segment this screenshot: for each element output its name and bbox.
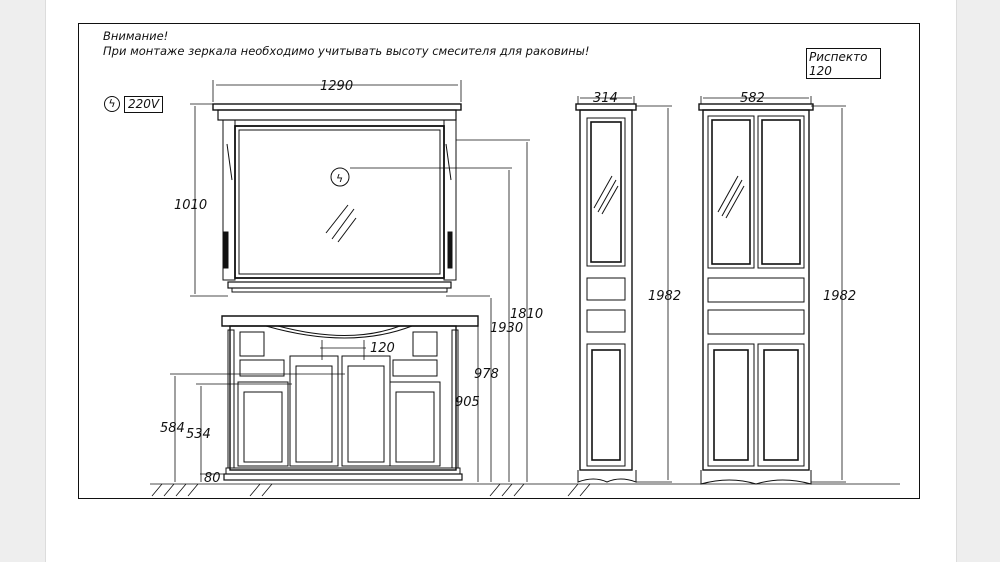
notice-text: При монтаже зеркала необходимо учитывать…: [103, 44, 590, 58]
dim-mirror-height: 1010: [174, 198, 207, 213]
dim-counter-height: 905: [455, 395, 480, 410]
notice-title: Внимание!: [103, 29, 169, 43]
plug-icon: ϟ: [104, 96, 120, 112]
svg-text:ϟ: ϟ: [336, 172, 343, 185]
vanity: [221, 315, 479, 481]
dim-column-narrow-width: 314: [593, 91, 618, 106]
column-wide: [698, 103, 814, 485]
dim-height-534: 534: [186, 427, 211, 442]
dim-vanity-height: 978: [474, 367, 499, 382]
dim-offset: 120: [370, 341, 395, 356]
document-page: [45, 0, 957, 562]
dim-plinth: 80: [204, 471, 221, 486]
column-narrow: [575, 103, 637, 483]
dimension-lines: [170, 80, 846, 483]
dim-column-wide-width: 582: [740, 91, 765, 106]
dim-height-584: 584: [160, 421, 185, 436]
mirror: ϟ: [212, 103, 462, 293]
dim-column-narrow-height: 1982: [648, 289, 681, 304]
dim-total-height-2: 1930: [490, 321, 523, 336]
voltage-label: 220V: [124, 96, 164, 113]
model-label: Риспекто 120: [806, 48, 881, 79]
model-name: Риспекто: [809, 50, 868, 64]
model-size: 120: [809, 64, 832, 78]
dim-total-height-1: 1810: [510, 307, 543, 322]
floor-line: [150, 483, 900, 497]
dim-mirror-width: 1290: [320, 79, 353, 94]
drawing-frame: [78, 23, 920, 499]
dim-column-wide-height: 1982: [823, 289, 856, 304]
